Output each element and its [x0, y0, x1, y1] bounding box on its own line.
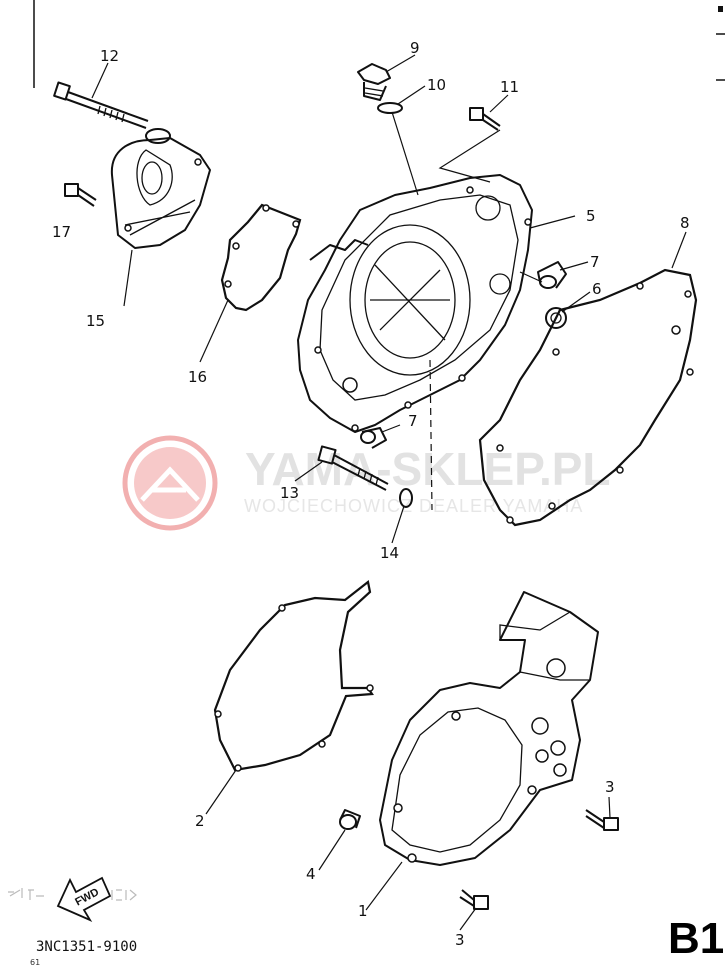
watermark-logo: [122, 435, 218, 531]
watermark: YAMA-SKLEP.PL WOJCIECHOWICZ DEALER YAMAH…: [122, 435, 611, 531]
part-2-holes: [214, 604, 374, 772]
part-6-oil-seal: [545, 307, 567, 329]
callout-13: 13: [280, 484, 299, 502]
alignment-lines: [391, 111, 543, 511]
part-4-dowel: [339, 809, 361, 830]
right-edge-marks: [716, 6, 725, 81]
forward-arrow: FWD: [56, 876, 112, 922]
part-3-bolt-lower: [459, 889, 489, 910]
callout-9: 9: [410, 39, 420, 57]
callout-12: 12: [100, 47, 119, 65]
callout-10: 10: [427, 76, 446, 94]
part-1-crankcase-cover: [379, 591, 599, 866]
callout-8: 8: [680, 214, 690, 232]
part-7-dowel-upper: [537, 261, 567, 289]
part-13-bolt: [317, 445, 389, 491]
section-code: B1: [668, 914, 724, 963]
part-15-pump-cover: [110, 128, 211, 249]
fwd-label: FWD: [73, 886, 101, 908]
part-14-washer: [399, 488, 413, 508]
part-17-bolt: [64, 183, 97, 207]
part-7-dowel-lower: [360, 427, 387, 449]
callout-4: 4: [306, 865, 316, 883]
callout-7-upper: 7: [590, 253, 600, 271]
part-8-holes: [496, 282, 694, 524]
callout-1: 1: [358, 902, 368, 920]
callout-17: 17: [52, 223, 71, 241]
small-mark: 61: [30, 958, 40, 967]
callout-7-lower: 7: [408, 412, 418, 430]
part-16-gasket: [220, 203, 302, 312]
part-5-crankcase-cover: [297, 174, 533, 433]
callout-16: 16: [188, 368, 207, 386]
part-8-gasket: [478, 268, 698, 527]
part-11-bolt: [469, 107, 501, 131]
callout-5: 5: [586, 207, 596, 225]
faded-marks: [8, 888, 137, 901]
callout-11: 11: [500, 78, 519, 96]
callout-15: 15: [86, 312, 105, 330]
callout-3-upper: 3: [605, 778, 615, 796]
watermark-subtitle: WOJCIECHOWICZ DEALER YAMAHA: [244, 496, 583, 516]
callout-3-lower: 3: [455, 931, 465, 949]
part-3-bolt-upper: [585, 809, 619, 831]
part-10-o-ring: [377, 102, 403, 114]
drawing-number: 3NC1351-9100: [36, 939, 137, 955]
part-12-bolt: [53, 81, 149, 129]
part-9-oil-filler-cap: [357, 63, 391, 101]
watermark-title: YAMA-SKLEP.PL: [245, 443, 611, 495]
callout-leaders: [91, 54, 687, 931]
part-16-holes: [224, 204, 300, 288]
callout-14: 14: [380, 544, 399, 562]
callout-6: 6: [592, 280, 602, 298]
part-2-gasket: [213, 580, 374, 772]
callout-2: 2: [195, 812, 205, 830]
